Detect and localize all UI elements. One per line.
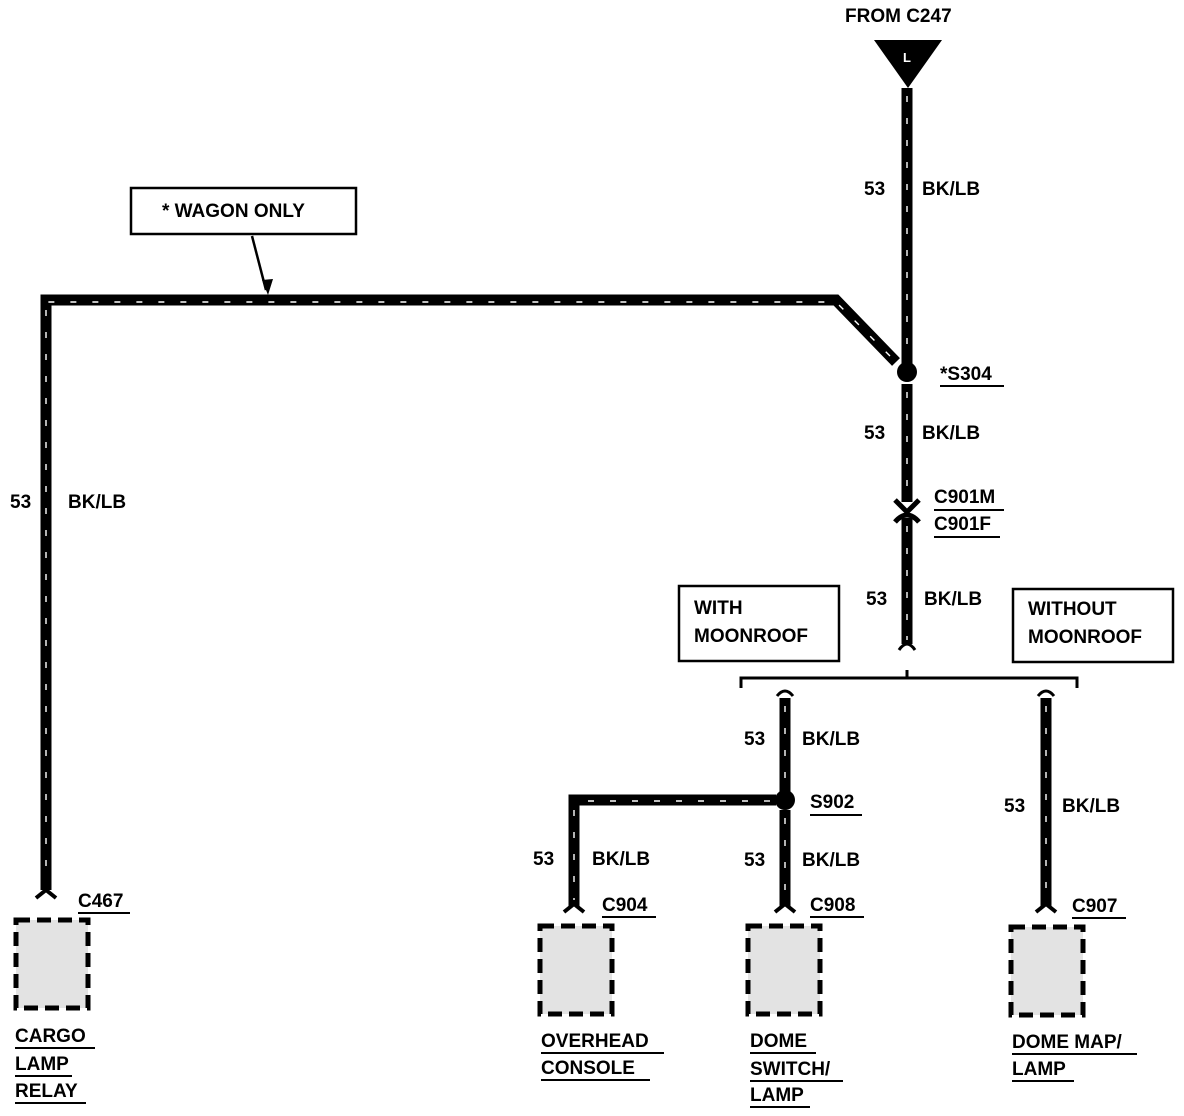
connector-c901m-label: C901M xyxy=(934,487,995,508)
wire-overhead-console xyxy=(562,794,776,914)
option-with-moonroof-box xyxy=(677,584,841,663)
option-bracket xyxy=(739,676,1079,688)
note-arrowhead xyxy=(262,279,273,295)
wire-moonroof-branch xyxy=(775,689,795,792)
splice-s304-label: *S304 xyxy=(940,364,992,385)
component-name-line: LAMP xyxy=(750,1085,804,1106)
option-without-line1: WITHOUT xyxy=(1028,599,1117,620)
option-with-line2: MOONROOF xyxy=(694,626,808,647)
wire-label-color: BK/LB xyxy=(922,423,980,444)
component-connector-label: C907 xyxy=(1072,896,1117,917)
component-name-line: CONSOLE xyxy=(541,1058,635,1079)
wire-wagon-branch xyxy=(40,294,900,890)
note-text: * WAGON ONLY xyxy=(162,201,305,222)
connector-c901f-label: C901F xyxy=(934,514,991,535)
wire-label-circuit: 53 xyxy=(864,423,885,444)
component-connector-label: C908 xyxy=(810,895,855,916)
wire-label-circuit: 53 xyxy=(866,589,887,610)
wire-label-circuit: 53 xyxy=(864,179,885,200)
wire-label-circuit: 53 xyxy=(744,850,765,871)
component-name-line: DOME MAP/ xyxy=(1012,1032,1123,1053)
component-name-line: LAMP xyxy=(15,1054,69,1075)
splice-s304 xyxy=(897,362,917,382)
component-name-line: LAMP xyxy=(1012,1059,1066,1080)
component-name-line: DOME xyxy=(750,1031,807,1052)
splice-s902 xyxy=(775,790,795,810)
wire-label-circuit: 53 xyxy=(744,729,765,750)
wire-dome-map-lamp xyxy=(1034,689,1058,914)
source-pin-label: L xyxy=(903,50,911,65)
option-without-moonroof-box xyxy=(1011,587,1175,664)
wire-label-color: BK/LB xyxy=(592,849,650,870)
wire-label-color: BK/LB xyxy=(1062,796,1120,817)
component-connector-label: C467 xyxy=(78,891,123,912)
wire-label-color: BK/LB xyxy=(922,179,980,200)
dome-switch-lamp-component xyxy=(745,923,823,1017)
wire-dome-switch xyxy=(773,810,797,914)
wire-label-color: BK/LB xyxy=(924,589,982,610)
note-box xyxy=(129,186,358,236)
overhead-console-component xyxy=(537,923,615,1017)
dome-map-lamp-component xyxy=(1008,924,1086,1018)
option-without-line2: MOONROOF xyxy=(1028,627,1142,648)
connector-c901 xyxy=(893,498,921,524)
wire-label-circuit: 53 xyxy=(1004,796,1025,817)
wire-label-color: BK/LB xyxy=(802,850,860,871)
wire-label-color: BK/LB xyxy=(802,729,860,750)
wire-label-color: BK/LB xyxy=(68,492,126,513)
component-name-line: RELAY xyxy=(15,1081,78,1102)
component-name-line: CARGO xyxy=(15,1026,86,1047)
splice-s902-label: S902 xyxy=(810,792,854,813)
source-connector-triangle xyxy=(874,40,942,88)
component-name-line: SWITCH/ xyxy=(750,1059,831,1080)
component-name-line: OVERHEAD xyxy=(541,1031,649,1052)
wire-label-circuit: 53 xyxy=(533,849,554,870)
component-connector-label: C904 xyxy=(602,895,648,916)
cargo-lamp-relay-component xyxy=(13,917,91,1011)
wire-label-circuit: 53 xyxy=(10,492,31,513)
source-label: FROM C247 xyxy=(845,6,952,27)
option-with-line1: WITH xyxy=(694,598,743,619)
